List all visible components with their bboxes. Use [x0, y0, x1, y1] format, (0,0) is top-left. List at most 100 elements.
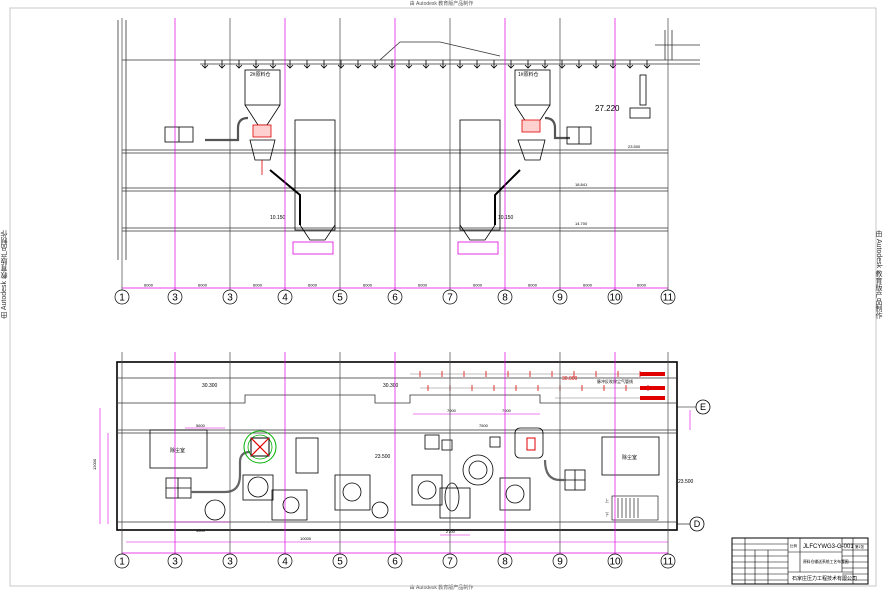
room-left [149, 429, 208, 469]
conveyor-arrow [218, 60, 226, 69]
grid-bubble [497, 553, 513, 569]
sheet-border [9, 7, 877, 587]
grid-bubble [167, 553, 183, 569]
watermark-right: 由 Autodesk 教育版产品制作 [875, 230, 882, 320]
silo-left-label: 2#原料仓 [250, 71, 271, 78]
dim-10000: 10000 [300, 536, 312, 541]
elevation-beam1: 23.500 [628, 144, 641, 149]
conveyor-arrow [235, 60, 243, 69]
plan-equipment [165, 427, 586, 521]
axis-d-label: D [694, 519, 701, 529]
grid-label: 10 [609, 557, 621, 568]
grid-bubble [552, 289, 568, 305]
elevation-plan-left: 30.300 [202, 383, 218, 389]
bay-dimension: 6000 [528, 283, 538, 288]
grid-label: 9 [557, 293, 563, 304]
grid-bubble [387, 289, 403, 305]
company-name: 石家庄压力工程技术有限公司 [792, 575, 857, 582]
elevation-grid: 1600036000360004600056000660007600086000… [114, 18, 676, 305]
bay-dimension: 6000 [473, 283, 483, 288]
grid-label: 3 [172, 557, 178, 568]
grid-label: 5 [337, 557, 343, 568]
conveyor-arrow [337, 60, 345, 69]
conveyor-arrow [592, 60, 600, 69]
grid-label: 8 [502, 293, 508, 304]
grid-label: 8 [502, 557, 508, 568]
bay-dimension: 6000 [418, 283, 428, 288]
conveyor-arrow [575, 60, 583, 69]
grid-label: 9 [557, 557, 563, 568]
plan-dimensions [99, 408, 691, 543]
watermark-top: 由 Autodesk 教育版产品制作 [409, 1, 474, 7]
screw-conveyor [201, 60, 651, 69]
grid-bubble [442, 553, 458, 569]
conveyor-arrow [371, 60, 379, 69]
plan-outline [116, 361, 678, 531]
grid-label: 1 [119, 557, 125, 568]
conveyor-arrow [643, 60, 651, 69]
stair-down: 下 [605, 512, 609, 517]
silo-left [164, 69, 336, 255]
grid-bubble [114, 553, 130, 569]
conveyor-arrow [541, 60, 549, 69]
conveyor-arrow [388, 60, 396, 69]
conveyor-arrow [473, 60, 481, 69]
conveyor-arrow [286, 60, 294, 69]
conveyor-arrow [626, 60, 634, 69]
silo-right [457, 69, 651, 255]
grid-bubble [277, 553, 293, 569]
pneumatic-pipes [410, 371, 665, 400]
elevation-right-low: 10.150 [498, 215, 514, 221]
dim-5600: 5600 [196, 423, 206, 428]
conveyor-arrow [201, 60, 209, 69]
grid-label: 1 [119, 293, 125, 304]
conveyor-arrow [303, 60, 311, 69]
grid-label: 3 [172, 293, 178, 304]
elevation-top: 27.220 [595, 104, 620, 113]
conveyor-incline [379, 41, 501, 61]
grid-label: 11 [663, 557, 674, 568]
drawing-number: JLFCYWG3-G-001 [803, 544, 854, 550]
elevation-floor: 23.500 [375, 454, 391, 460]
bay-dimension: 6000 [144, 283, 154, 288]
drawing-title: 原料仓输送系统工艺布置图 [803, 559, 849, 564]
stair [611, 495, 659, 521]
conveyor-arrow [507, 60, 515, 69]
conveyor-arrow [524, 60, 532, 69]
elevation-beam2: 18.841 [575, 182, 588, 187]
green-bucket-unit [243, 430, 536, 464]
grid-bubble [660, 553, 676, 569]
silo-right-label: 1#原料仓 [518, 71, 539, 78]
grid-bubble [114, 289, 130, 305]
bay-dimension: 6000 [363, 283, 373, 288]
stair-up: 上 [605, 497, 609, 503]
room-right [601, 436, 660, 476]
grid-bubble [497, 289, 513, 305]
conveyor-arrow [456, 60, 464, 69]
plan-view: 除尘室 除尘室 上 下 [92, 352, 711, 569]
conveyor-arrow [422, 60, 430, 69]
dim-7500: 7500 [479, 423, 489, 428]
grid-label: 7 [447, 293, 453, 304]
bay-dimension: 6000 [308, 283, 318, 288]
grid-label: 10 [609, 293, 621, 304]
conveyor-arrow [252, 60, 260, 69]
elevation-left-low: 10.150 [270, 215, 286, 221]
grid-bubble [332, 553, 348, 569]
dim-12000: 12000 [92, 458, 97, 470]
grid-bubble [442, 289, 458, 305]
plan-walls [117, 377, 677, 523]
right-frame [655, 30, 700, 60]
grid-bubble [387, 553, 403, 569]
room-right-label: 除尘室 [622, 454, 637, 461]
conveyor-arrow [490, 60, 498, 69]
elevation-view: 2#原料仓 1#原料仓 27.220 10.150 10.150 23.500 … [114, 18, 700, 305]
dim-7000-b: 7000 [502, 408, 512, 413]
conveyor-arrow [320, 60, 328, 69]
bay-dimension: 6000 [198, 283, 208, 288]
watermark-left: 由 Autodesk 教育版产品制作 [1, 230, 8, 320]
dim-2700: 2700 [446, 529, 456, 534]
watermark-bottom: 由 Autodesk 教育版产品制作 [409, 585, 474, 591]
